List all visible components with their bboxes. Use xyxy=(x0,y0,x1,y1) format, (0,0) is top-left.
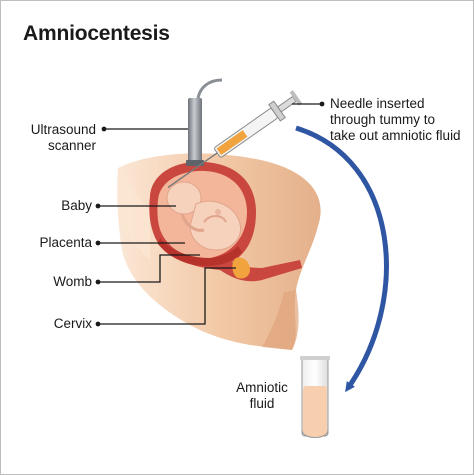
label-placenta: Placenta xyxy=(39,235,92,250)
diagram-title: Amniocentesis xyxy=(23,22,170,45)
label-needle-line3: take out amniotic fluid xyxy=(330,128,461,143)
label-fluid-line1: Amniotic xyxy=(236,380,288,395)
label-needle-line1: Needle inserted xyxy=(330,96,425,111)
label-ultrasound-line1: Ultrasound xyxy=(30,122,96,137)
label-baby: Baby xyxy=(61,198,92,213)
label-amniotic-fluid: Amniotic fluid xyxy=(226,380,298,412)
leader-lines xyxy=(98,103,322,325)
label-cervix: Cervix xyxy=(53,316,92,331)
label-womb: Womb xyxy=(53,274,92,289)
label-needle: Needle inserted through tummy to take ou… xyxy=(330,96,472,144)
placenta-shape xyxy=(158,238,242,266)
direction-arrow xyxy=(295,125,389,393)
label-ultrasound-line2: scanner xyxy=(47,138,96,153)
test-tube xyxy=(300,356,330,438)
leader-dots xyxy=(95,101,325,327)
label-needle-line2: through tummy to xyxy=(330,112,436,127)
label-ultrasound: Ultrasound scanner xyxy=(12,122,96,154)
label-fluid-line2: fluid xyxy=(249,396,275,411)
syringe xyxy=(167,90,303,188)
cervix-shape xyxy=(232,257,250,279)
